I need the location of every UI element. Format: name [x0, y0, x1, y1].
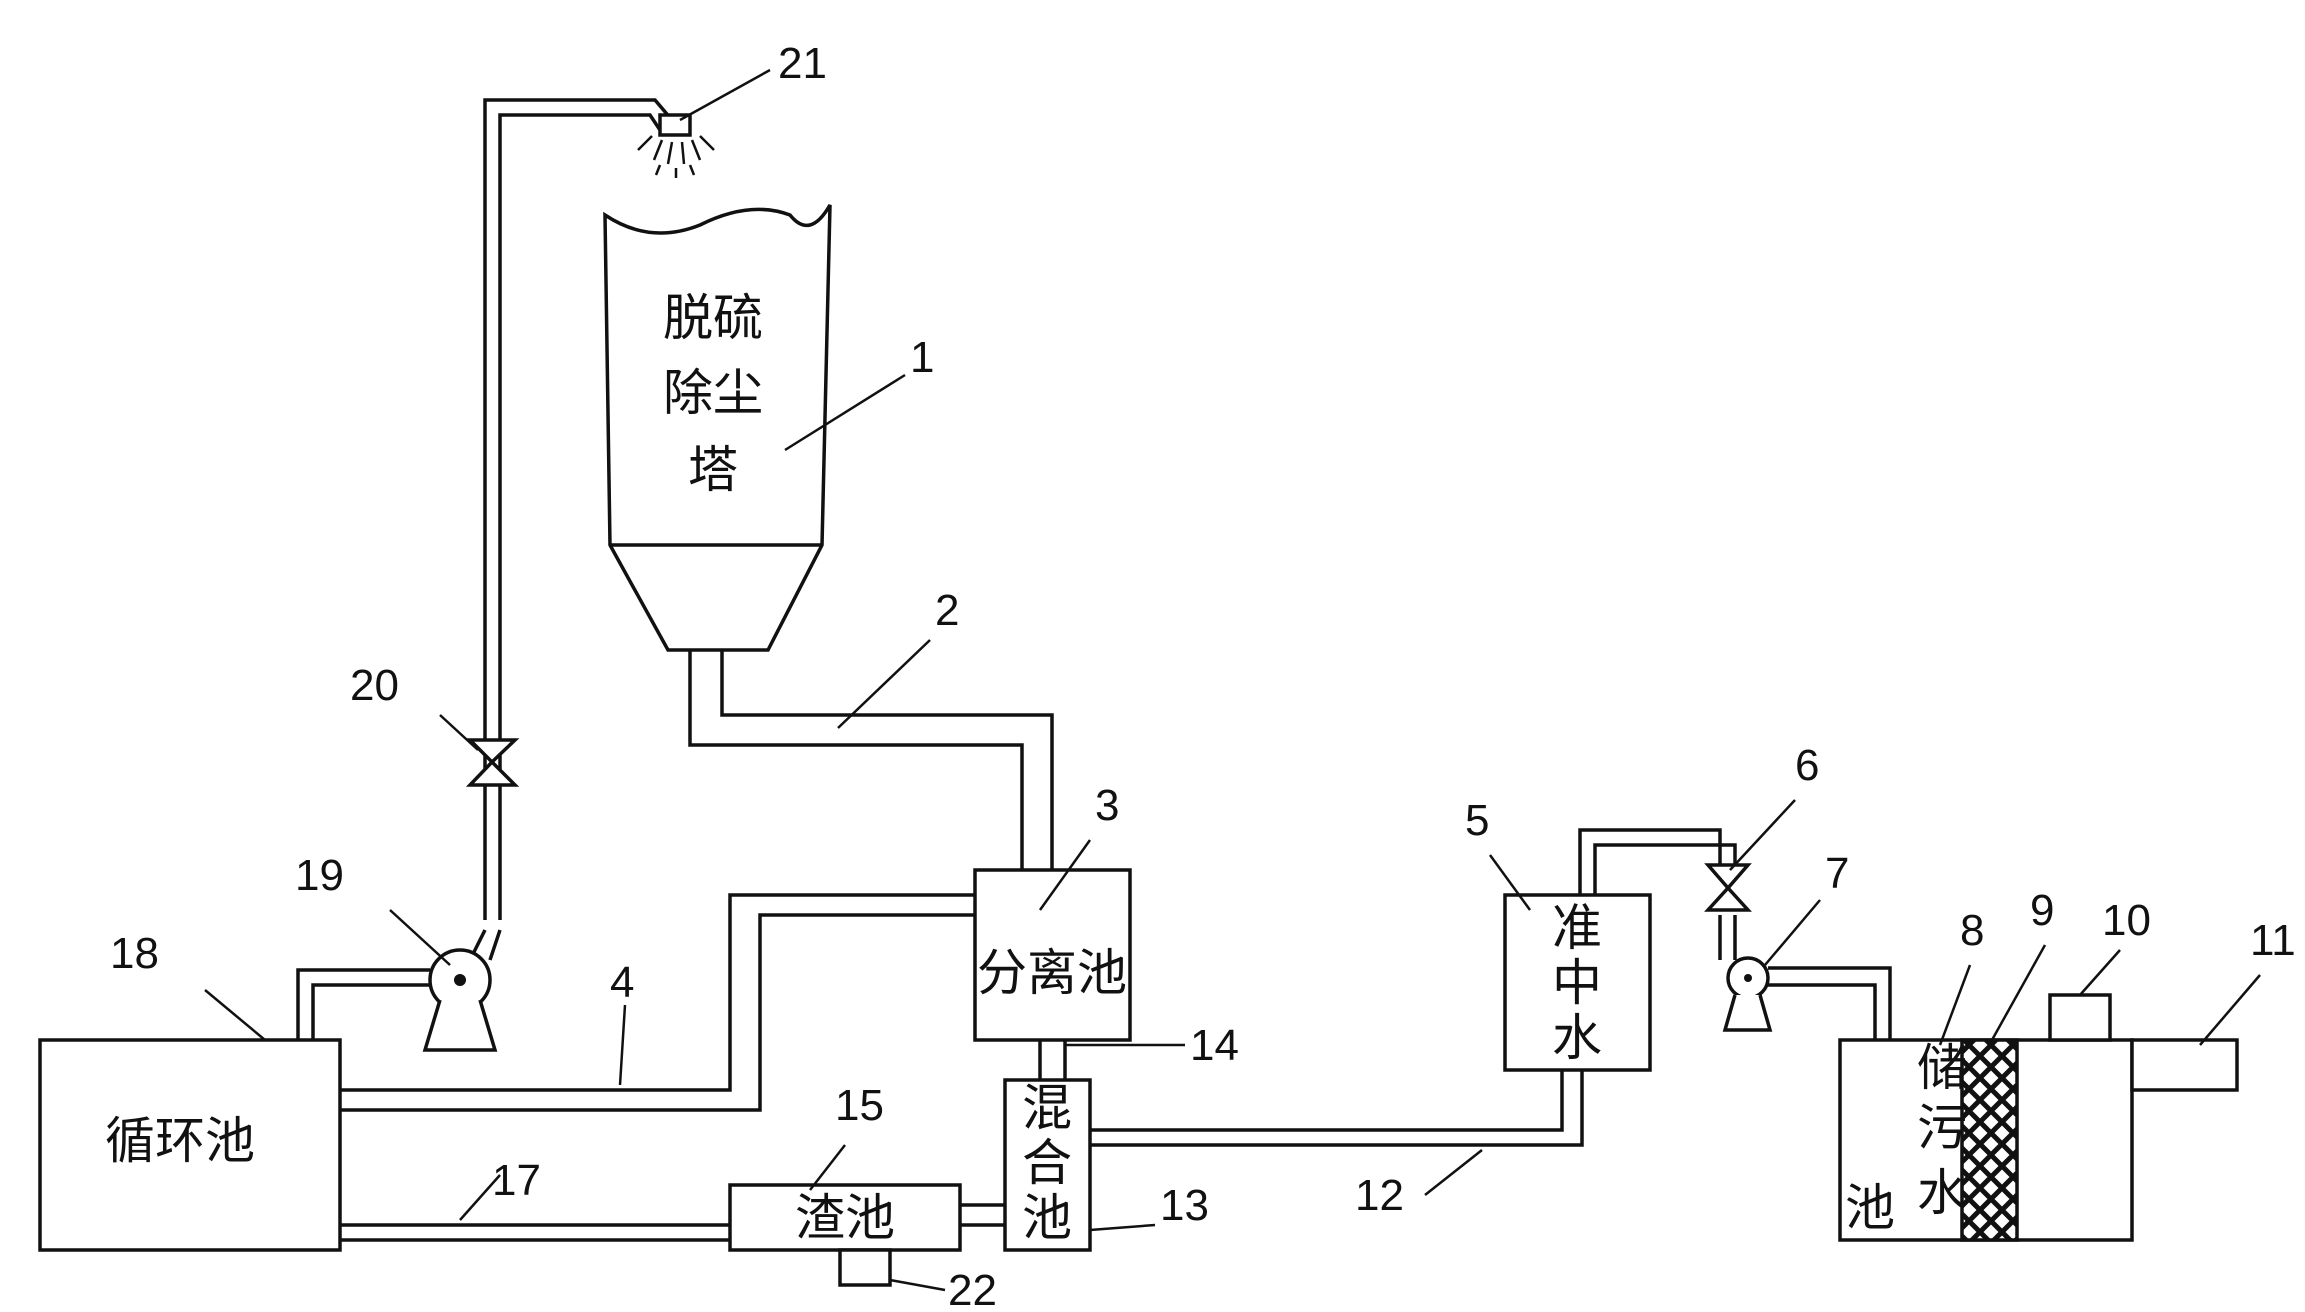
- sewage-label-1: 储: [1917, 1039, 1967, 1097]
- separation-tank: 分离池: [973, 868, 1132, 1042]
- label-8: 8: [1960, 906, 1984, 955]
- label-6: 6: [1795, 741, 1819, 790]
- mixing-slag-pipe: [960, 1203, 1005, 1227]
- label-22: 22: [948, 1266, 997, 1312]
- label-10: 10: [2102, 896, 2151, 945]
- label-7: 7: [1825, 849, 1849, 898]
- separation-tank-label: 分离池: [977, 944, 1127, 1002]
- pipe-2: [688, 650, 1054, 870]
- label-9: 9: [2030, 886, 2054, 935]
- label-18: 18: [110, 929, 159, 978]
- label-2: 2: [935, 586, 959, 635]
- label-3: 3: [1095, 781, 1119, 830]
- spray-nozzle: [637, 113, 715, 178]
- pump-7: [1722, 956, 1773, 1032]
- slag-tank: 渣池: [728, 1183, 962, 1287]
- pipe-17: [340, 1223, 730, 1242]
- mixing-tank: 混 合 池: [1003, 1078, 1092, 1252]
- label-5: 5: [1465, 796, 1489, 845]
- tower-label-line2: 除尘: [663, 364, 763, 422]
- valve-20: [465, 738, 520, 787]
- label-21: 21: [778, 39, 827, 88]
- pump-7-outlet: [1578, 828, 1737, 960]
- tower-label-line1: 脱硫: [663, 289, 763, 347]
- reclaimed-water-label-3: 水: [1552, 1009, 1602, 1067]
- sewage-label-3: 水: [1917, 1164, 1967, 1222]
- label-13: 13: [1160, 1181, 1209, 1230]
- label-1: 1: [910, 333, 934, 382]
- label-11: 11: [2250, 916, 2296, 965]
- pipe-4: [340, 893, 975, 1112]
- spray-pipe: [468, 98, 674, 961]
- circulation-tank: 循环池: [38, 1038, 342, 1252]
- label-19: 19: [295, 851, 344, 900]
- label-17: 17: [492, 1156, 541, 1205]
- pipe-12: [1090, 1070, 1584, 1147]
- leader-lines: [204, 68, 2261, 1292]
- valve-6: [1704, 863, 1752, 912]
- filter-screen: [1960, 1038, 2019, 1242]
- circulation-tank-label: 循环池: [105, 1112, 255, 1170]
- label-14: 14: [1190, 1021, 1239, 1070]
- label-20: 20: [350, 661, 399, 710]
- sewage-label-2: 污: [1917, 1099, 1967, 1157]
- quasi-reclaimed-water-tank: 准 中 水: [1503, 893, 1652, 1072]
- mixing-tank-label-2: 合: [1022, 1134, 1072, 1192]
- slag-tank-label: 渣池: [795, 1189, 895, 1247]
- pump-19: [422, 948, 498, 1052]
- sewage-label-4: 池: [1845, 1179, 1895, 1237]
- reclaimed-water-label-1: 准: [1552, 899, 1602, 957]
- sewage-storage-tank: 储 污 水 池: [1838, 993, 2239, 1242]
- mixing-tank-label-1: 混: [1022, 1079, 1072, 1137]
- reclaimed-water-label-2: 中: [1552, 954, 1602, 1012]
- mixing-tank-label-3: 池: [1022, 1189, 1072, 1247]
- label-12: 12: [1355, 1171, 1404, 1220]
- number-labels: 1 2 3 4 5 6 7 8 9 10 11 12 13 14 15 17 1…: [110, 39, 2296, 1312]
- label-15: 15: [835, 1081, 884, 1130]
- tower-label-line3: 塔: [688, 441, 738, 499]
- desulfurization-tower: 脱硫 除尘 塔: [603, 204, 832, 652]
- pipe-14: [1038, 1040, 1067, 1080]
- label-4: 4: [610, 958, 634, 1007]
